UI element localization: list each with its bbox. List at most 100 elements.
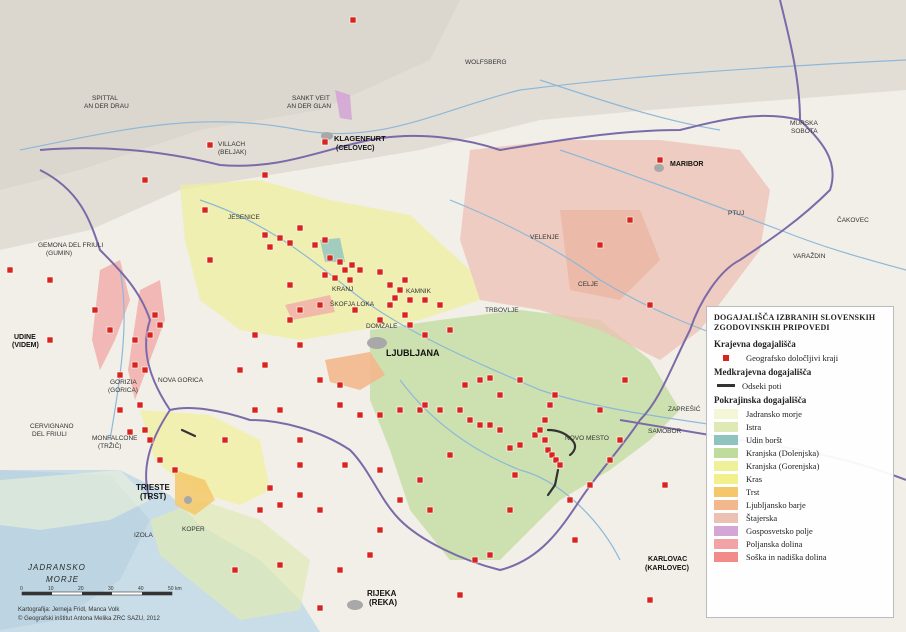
legend-region-swatch xyxy=(714,408,738,419)
event-marker xyxy=(316,506,324,514)
event-marker xyxy=(106,326,114,334)
region-poljanska-dolina xyxy=(285,295,335,320)
event-marker xyxy=(346,276,354,284)
event-marker xyxy=(296,224,304,232)
legend-region-label: Poljanska dolina xyxy=(746,538,803,549)
event-marker xyxy=(156,321,164,329)
legend-region-label: Soška in nadiška dolina xyxy=(746,551,827,562)
region-istra xyxy=(150,500,310,620)
label-rijeka-local: (REKA) xyxy=(369,598,397,607)
event-marker xyxy=(316,301,324,309)
label-zapresic: ZAPREŠIĆ xyxy=(668,404,701,413)
event-marker xyxy=(336,401,344,409)
legend-region-item: Kras xyxy=(714,472,886,485)
event-marker xyxy=(401,276,409,284)
event-marker xyxy=(356,266,364,274)
legend-region-label: Trst xyxy=(746,486,760,497)
legend-region-label: Udin boršt xyxy=(746,434,783,445)
event-marker xyxy=(296,436,304,444)
event-marker xyxy=(136,401,144,409)
label-nova-gorica: NOVA GORICA xyxy=(158,377,204,384)
region-ljubljansko-barje xyxy=(325,352,385,390)
event-marker xyxy=(221,436,229,444)
label-udine: UDINE xyxy=(14,334,36,341)
event-marker xyxy=(486,421,494,429)
route-segments xyxy=(180,428,577,497)
scale-tick-3: 30 xyxy=(108,586,114,592)
event-marker xyxy=(546,401,554,409)
legend-section-local: Krajevna dogajališča xyxy=(714,339,796,349)
legend-region-item: Udin boršt xyxy=(714,433,886,446)
event-marker xyxy=(276,234,284,242)
event-marker xyxy=(541,436,549,444)
credits-copyright: © Geografski inštitut Antona Melika ZRC … xyxy=(18,616,160,622)
legend-region-swatch xyxy=(714,486,738,497)
event-marker xyxy=(336,381,344,389)
legend-region-item: Kranjska (Dolenjska) xyxy=(714,446,886,459)
event-marker xyxy=(426,506,434,514)
label-kamnik: KAMNIK xyxy=(406,288,432,295)
event-marker xyxy=(356,411,364,419)
event-marker xyxy=(516,376,524,384)
label-villach-2: (BELJAK) xyxy=(218,149,247,156)
event-marker xyxy=(461,381,469,389)
label-cervignano: CERVIGNANO xyxy=(30,423,74,430)
event-marker xyxy=(316,376,324,384)
legend-region-item: Ljubljansko barje xyxy=(714,498,886,511)
event-marker xyxy=(366,551,374,559)
label-monfalcone: MONFALCONE xyxy=(92,435,138,442)
event-marker xyxy=(656,156,664,164)
legend-region-label: Štajerska xyxy=(746,512,778,523)
event-marker xyxy=(596,241,604,249)
event-marker xyxy=(396,286,404,294)
label-ljubljana: LJUBLJANA xyxy=(386,348,440,358)
event-marker xyxy=(406,321,414,329)
event-marker xyxy=(396,406,404,414)
event-marker xyxy=(421,401,429,409)
event-marker xyxy=(446,451,454,459)
label-koper: KOPER xyxy=(182,526,205,533)
event-marker xyxy=(321,236,329,244)
event-marker xyxy=(296,341,304,349)
legend: DOGAJALIŠČA IZBRANIH SLOVENSKIH ZGODOVIN… xyxy=(706,306,894,618)
event-marker xyxy=(456,591,464,599)
event-marker xyxy=(406,296,414,304)
event-marker xyxy=(296,491,304,499)
relief-alps-dark xyxy=(0,0,460,190)
legend-region-item: Gosposvetsko polje xyxy=(714,524,886,537)
legend-region-swatch xyxy=(714,512,738,523)
event-marker xyxy=(544,446,552,454)
event-marker xyxy=(311,241,319,249)
label-gorizia: GORIZIA xyxy=(110,379,137,386)
event-marker xyxy=(156,456,164,464)
label-klagenfurt: KLAGENFURT xyxy=(334,134,386,143)
legend-region-swatch xyxy=(714,447,738,458)
event-marker xyxy=(471,556,479,564)
scale-tick-4: 40 xyxy=(138,586,144,592)
label-wolfsberg: WOLFSBERG xyxy=(465,59,507,66)
credits-cartography: Kartografija: Jerneja Fridl, Manca Volk xyxy=(18,607,120,613)
event-marker xyxy=(456,406,464,414)
label-jesenice: JESENICE xyxy=(228,214,260,221)
event-marker xyxy=(556,461,564,469)
event-marker xyxy=(231,566,239,574)
legend-region-label: Gosposvetsko polje xyxy=(746,525,813,536)
label-skofja-loka: ŠKOFJA LOKA xyxy=(330,299,375,308)
event-marker xyxy=(341,266,349,274)
event-marker xyxy=(131,336,139,344)
event-marker xyxy=(296,306,304,314)
event-marker xyxy=(552,456,560,464)
label-velenje: VELENJE xyxy=(530,234,560,241)
scale-tick-1: 10 xyxy=(48,586,54,592)
event-marker xyxy=(351,306,359,314)
legend-region-label: Ljubljansko barje xyxy=(746,499,806,510)
legend-region-item: Trst xyxy=(714,485,886,498)
event-marker xyxy=(316,604,324,612)
region-kras xyxy=(140,410,270,505)
route-line-icon xyxy=(717,384,735,387)
event-marker xyxy=(286,281,294,289)
label-spittal: SPITTAL xyxy=(92,95,118,102)
legend-region-swatch xyxy=(714,538,738,549)
legend-region-item: Istra xyxy=(714,420,886,433)
